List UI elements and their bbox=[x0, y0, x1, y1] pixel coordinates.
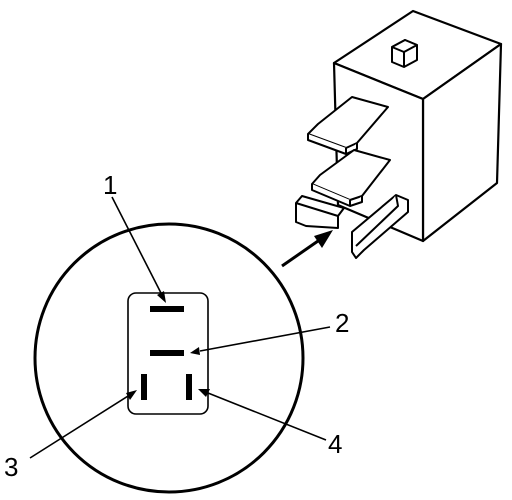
pointer-arrow bbox=[281, 230, 333, 268]
leader-line-4 bbox=[207, 392, 327, 441]
callout-4: 4 bbox=[328, 429, 342, 459]
relay-pin-middle bbox=[311, 149, 391, 207]
leader-arrowhead-4 bbox=[198, 389, 210, 397]
callout-3: 3 bbox=[4, 452, 18, 482]
leader-arrowhead-1 bbox=[157, 291, 166, 303]
detail-circle bbox=[33, 222, 305, 494]
pin-socket-outline bbox=[127, 292, 209, 415]
callout-2: 2 bbox=[335, 308, 349, 338]
callout-1: 1 bbox=[103, 170, 117, 200]
leader-arrowhead-3 bbox=[126, 390, 137, 400]
leader-line-2 bbox=[199, 326, 331, 352]
leader-line-3 bbox=[29, 395, 129, 459]
relay-top-tab bbox=[391, 39, 418, 68]
relay-pin-lower-left bbox=[295, 195, 345, 229]
terminal-1-bar bbox=[150, 306, 184, 312]
leader-line-1 bbox=[111, 196, 163, 296]
terminal-4-bar bbox=[186, 374, 192, 400]
leader-lines bbox=[29, 196, 331, 459]
terminal-2-bar bbox=[150, 350, 184, 356]
terminal-3-bar bbox=[141, 374, 147, 400]
leader-arrowhead-2 bbox=[190, 347, 200, 355]
relay-pin-lower-right bbox=[351, 194, 409, 259]
